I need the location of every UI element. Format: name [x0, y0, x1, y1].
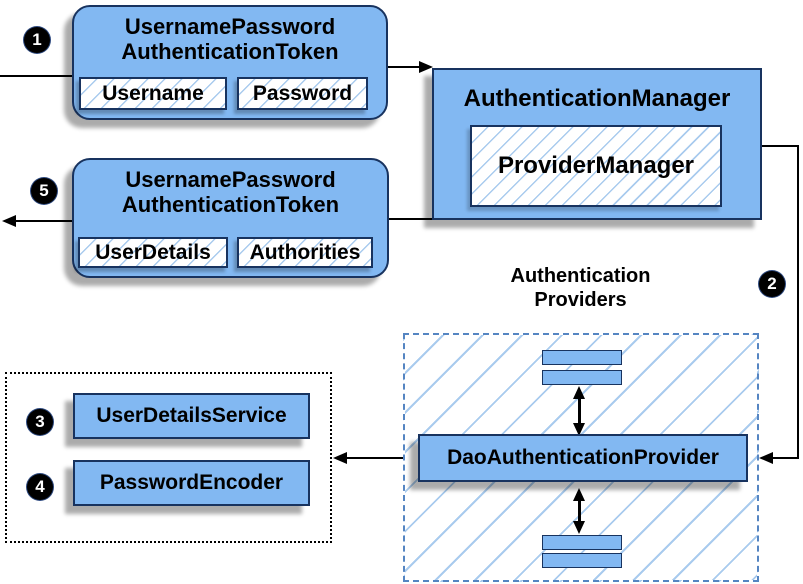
provider-manager-node: ProviderManager: [470, 125, 722, 207]
left-arrowhead-icon: [759, 452, 773, 464]
down-arrowhead-icon: [573, 521, 585, 534]
provider-placeholder-bar: [542, 350, 622, 365]
response-token-node: UsernamePassword AuthenticationToken Use…: [72, 158, 389, 278]
authorities-field-box: Authorities: [237, 237, 373, 268]
manager-to-dao-segment-top: [762, 145, 799, 147]
manager-to-dao-segment-bottom: [772, 457, 799, 459]
left-arrowhead-icon: [333, 452, 347, 464]
dao-top-double-arrow: [578, 397, 581, 427]
provider-placeholder-bar: [542, 535, 622, 550]
authentication-providers-container: DaoAuthenticationProvider: [403, 333, 759, 582]
request-to-manager-line: [388, 66, 420, 68]
response-token-title: UsernamePassword AuthenticationToken: [121, 167, 340, 217]
dao-authentication-provider-node: DaoAuthenticationProvider: [418, 434, 748, 482]
dao-bottom-double-arrow: [578, 499, 581, 525]
left-arrowhead-icon: [2, 215, 16, 227]
up-arrowhead-icon: [573, 386, 585, 399]
step-1-badge: 1: [24, 27, 50, 53]
step-2-badge: 2: [759, 271, 785, 297]
manager-to-token-line: [389, 218, 432, 220]
step-4-badge: 4: [27, 474, 53, 500]
user-details-service-node: UserDetailsService: [73, 393, 310, 439]
request-token-title: UsernamePassword AuthenticationToken: [121, 14, 339, 64]
authentication-manager-title: AuthenticationManager: [463, 85, 731, 112]
beans-container: UserDetailsService PasswordEncoder: [5, 372, 332, 543]
provider-placeholder-bar: [542, 553, 622, 568]
authentication-providers-label: Authentication Providers: [510, 265, 651, 311]
up-arrowhead-icon: [573, 488, 585, 501]
request-inbound-line: [0, 75, 72, 77]
right-arrowhead-icon: [419, 61, 433, 73]
provider-placeholder-bar: [542, 370, 622, 385]
step-5-badge: 5: [31, 178, 57, 204]
down-arrowhead-icon: [573, 423, 585, 436]
username-field-box: Username: [79, 77, 227, 110]
userdetails-field-box: UserDetails: [78, 237, 228, 268]
authentication-manager-node: AuthenticationManager ProviderManager: [432, 68, 762, 220]
dao-to-beans-line: [346, 457, 404, 459]
response-outbound-line: [14, 220, 72, 222]
password-field-box: Password: [237, 77, 368, 110]
step-3-badge: 3: [27, 409, 53, 435]
request-token-node: UsernamePassword AuthenticationToken Use…: [72, 5, 388, 120]
manager-to-dao-segment-vertical: [797, 145, 799, 459]
password-encoder-node: PasswordEncoder: [73, 460, 310, 506]
